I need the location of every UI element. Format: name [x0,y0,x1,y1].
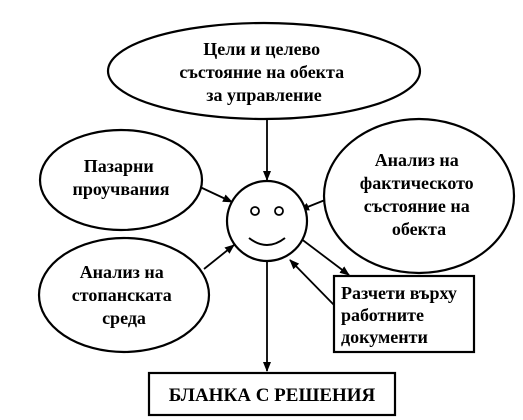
decisions-form-box [147,371,397,417]
arrow-economic-env-to-manager [203,244,235,270]
calculations-line-1: Разчети върху [341,283,457,303]
market-line-2: проучвания [72,179,169,199]
market-ellipse [38,128,204,232]
economic-env-node: Анализ на стопанската среда [37,236,211,354]
calculations-box [332,274,476,354]
economic-env-line-3: среда [102,308,146,328]
market-node: Пазарни проучвания [38,128,204,232]
decisions-form-label: БЛАНКА С РЕШЕНИЯ [169,385,376,406]
goals-node: Цели и целево състояние на обекта за упр… [106,21,422,121]
market-line-1: Пазарни [84,156,154,176]
economic-env-ellipse [37,236,211,354]
manager-circle [225,179,309,263]
arrow-calculations-to-manager [289,259,335,306]
actual-state-line-3: състояние на [364,196,470,216]
actual-state-node: Анализ на фактическото състояние на обек… [322,117,516,275]
connectors [199,118,350,372]
calculations-line-3: документи [341,327,428,347]
arrow-market-to-manager [199,186,233,203]
decisions-form-text: БЛАНКА С РЕШЕНИЯ [169,385,376,406]
goals-text: Цели и целево състояние на обекта за упр… [179,39,348,105]
actual-state-text: Анализ на фактическото състояние на обек… [360,150,478,239]
right-eye-icon [274,206,284,216]
goals-line-3: за управление [206,85,321,105]
calculations-node: Разчети върху работните документи [332,274,476,354]
actual-state-ellipse [322,117,516,275]
goals-ellipse [106,21,422,121]
actual-state-line-1: Анализ на [375,150,459,170]
decisions-form-node: БЛАНКА С РЕШЕНИЯ [147,371,397,417]
goals-line-1: Цели и целево [203,39,320,59]
market-text: Пазарни проучвания [72,156,169,199]
economic-env-line-1: Анализ на [80,262,164,282]
actual-state-line-4: обекта [392,219,446,239]
actual-state-line-2: фактическото [360,173,474,193]
calculations-text: Разчети върху работните документи [341,283,461,347]
arrow-manager-to-calculations [299,237,350,276]
economic-env-text: Анализ на стопанската среда [72,262,177,328]
left-eye-icon [250,206,260,216]
smile-icon [248,237,286,246]
calculations-line-2: работните [341,305,424,325]
goals-line-2: състояние на обекта [179,62,344,82]
economic-env-line-2: стопанската [72,285,172,305]
manager-smiley [225,179,309,263]
